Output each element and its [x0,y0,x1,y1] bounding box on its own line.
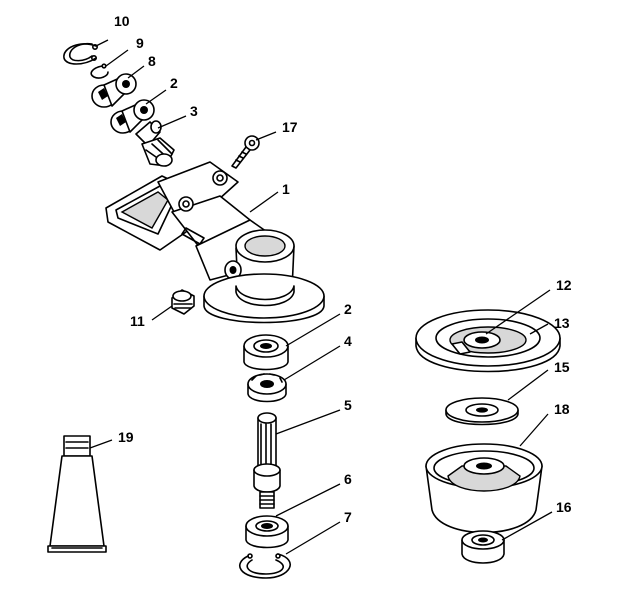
leader-lines [89,39,553,555]
part-3-bevel-pinion [135,120,175,167]
part-17-screw [231,135,260,169]
callout-13: 13 [554,315,570,331]
part-4-bevel-gear [247,373,287,403]
callout-3: 3 [190,103,198,119]
part-19-grease-tube [47,435,107,553]
callout-12: 12 [556,277,572,293]
part-12-hub [463,331,501,349]
part-10-snap-ring [63,42,99,65]
part-1-gear-housing [105,161,325,324]
part-15-washer [445,397,519,426]
part-11-plug-screw [171,289,195,315]
callout-15: 15 [554,359,570,375]
callout-10: 10 [114,13,130,29]
callout-11: 11 [130,313,145,329]
part-2-upper-bearing [110,99,155,134]
callout-2-upper: 2 [170,75,178,91]
callout-6: 6 [344,471,352,487]
part-5-spindle [253,412,281,509]
callout-labels: 10 9 8 2 3 17 1 11 2 4 5 6 7 12 13 15 18… [114,13,572,525]
callout-9: 9 [136,35,144,51]
part-16-nut [461,530,505,564]
part-7-snap-ring [239,553,291,579]
callout-19: 19 [118,429,134,445]
callout-2-lower: 2 [344,301,352,317]
callout-1: 1 [282,181,290,197]
part-8-ball-bearing [91,73,137,108]
part-6-bearing [245,515,289,549]
part-2-lower-bearing [243,334,289,371]
callout-17: 17 [282,119,298,135]
callout-18: 18 [554,401,570,417]
part-18-cover-cup [425,443,543,534]
callout-4: 4 [344,333,352,349]
callout-8: 8 [148,53,156,69]
callout-16: 16 [556,499,572,515]
callout-5: 5 [344,397,352,413]
part-9-circlip [90,63,109,79]
callout-7: 7 [344,509,352,525]
